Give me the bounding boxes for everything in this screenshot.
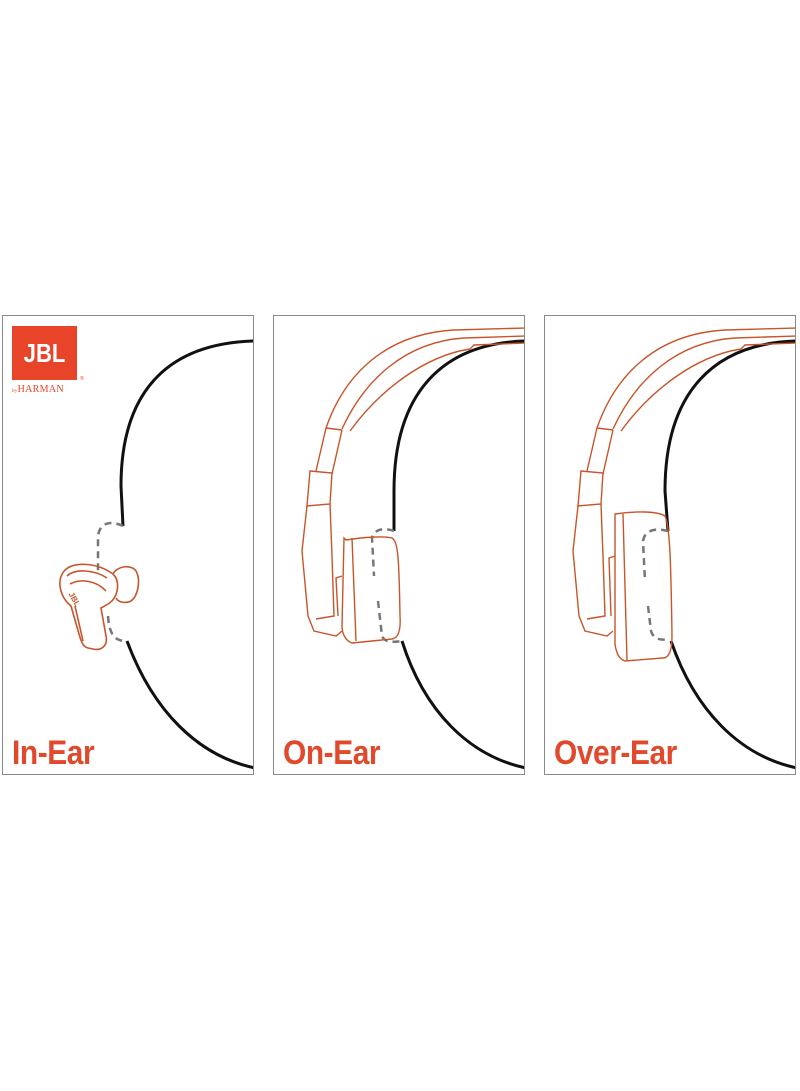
ear-dashed-icon	[641, 528, 670, 641]
ear-dashed-icon	[96, 521, 126, 643]
head-outline-icon	[119, 339, 253, 527]
ear-dashed-icon	[370, 528, 403, 644]
harman-prefix: by	[12, 389, 18, 394]
earbud-icon: JBL	[59, 563, 140, 651]
head-outline-icon	[663, 339, 795, 532]
panel-in-ear: JBL ® byHARMAN JBL In-Ear	[2, 315, 254, 775]
harman-wordmark: byHARMAN	[12, 384, 64, 395]
head-outline-icon	[392, 339, 524, 531]
on-ear-illustration	[301, 327, 524, 770]
panel-on-ear: On-Ear	[273, 315, 525, 775]
on-ear-headphone-icon	[301, 327, 524, 644]
panel-over-ear: Over-Ear	[544, 315, 796, 775]
svg-text:JBL: JBL	[67, 591, 82, 609]
panel-label: Over-Ear	[554, 734, 677, 772]
in-ear-illustration: JBL	[59, 339, 253, 770]
over-ear-headphone-icon	[572, 327, 795, 662]
panel-label: On-Ear	[283, 734, 381, 772]
harman-text: HARMAN	[17, 384, 64, 395]
jbl-logo: JBL	[12, 326, 77, 380]
over-ear-illustration	[572, 327, 795, 770]
registered-mark: ®	[80, 376, 84, 382]
jbl-logo-text: JBL	[23, 337, 66, 368]
panel-label: In-Ear	[12, 734, 95, 772]
